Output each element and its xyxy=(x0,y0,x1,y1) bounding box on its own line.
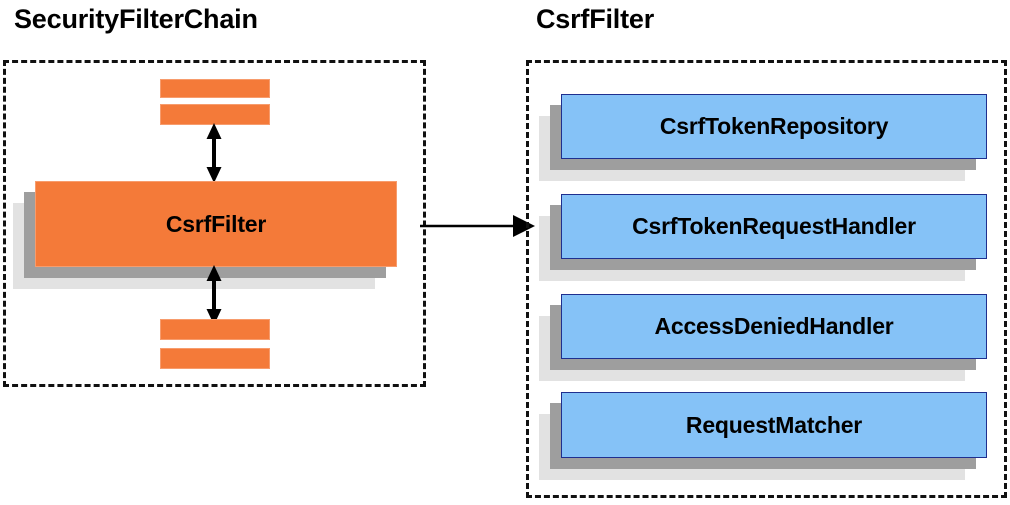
filter-bar-below-2 xyxy=(160,348,270,369)
component-label: AccessDeniedHandler xyxy=(654,313,894,339)
filter-bar-above-2 xyxy=(160,104,270,125)
component-requestmatcher[interactable]: RequestMatcher xyxy=(539,392,987,480)
arrow-right-chain-to-csrffilter xyxy=(420,215,535,237)
component-csrftokenrequesthandler[interactable]: CsrfTokenRequestHandler xyxy=(539,194,987,281)
component-accessdeniedhandler[interactable]: AccessDeniedHandler xyxy=(539,294,987,381)
component-face: CsrfFilter xyxy=(35,181,397,267)
filter-bar-below-1 xyxy=(160,319,270,340)
component-face: CsrfTokenRequestHandler xyxy=(561,194,987,259)
group-securityfilterchain xyxy=(3,60,426,387)
component-label: CsrfFilter xyxy=(165,210,267,237)
component-label: CsrfTokenRepository xyxy=(659,113,889,139)
component-face: RequestMatcher xyxy=(561,392,987,458)
arrow-up-down-above-csrffilter xyxy=(206,123,222,183)
group-csrffilter xyxy=(526,60,1007,498)
arrow-up-down-below-csrffilter xyxy=(206,265,222,325)
section-title-securityfilterchain: SecurityFilterChain xyxy=(14,4,258,34)
component-csrftokenrepository[interactable]: CsrfTokenRepository xyxy=(539,94,987,181)
component-face: CsrfTokenRepository xyxy=(561,94,987,159)
component-face: AccessDeniedHandler xyxy=(561,294,987,359)
component-label: RequestMatcher xyxy=(685,411,863,438)
section-title-csrffilter: CsrfFilter xyxy=(536,4,655,34)
component-csrffilter-in-chain[interactable]: CsrfFilter xyxy=(13,181,397,289)
filter-bar-above-1 xyxy=(160,79,270,98)
component-label: CsrfTokenRequestHandler xyxy=(632,213,916,239)
